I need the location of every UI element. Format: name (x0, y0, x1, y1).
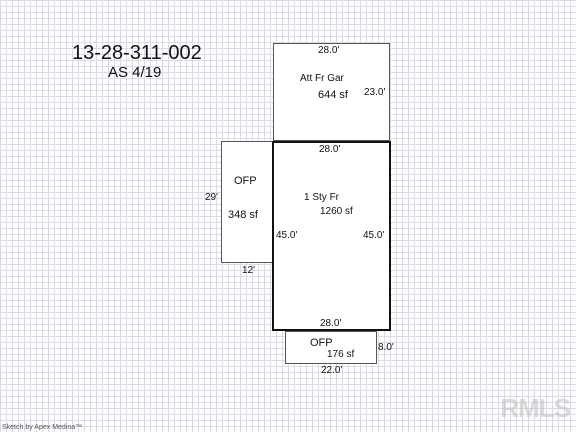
main-house-room (272, 141, 391, 331)
parcel-id: 13-28-311-002 (72, 42, 202, 64)
side-porch-area: 348 sf (228, 209, 258, 221)
bottom-porch-bottom-dim: 22.0' (321, 365, 343, 376)
garage-area: 644 sf (318, 89, 348, 101)
side-porch-label: OFP (234, 175, 257, 187)
bottom-porch-room (285, 331, 377, 364)
watermark-logo: RMLS (500, 393, 571, 423)
garage-room (273, 43, 390, 141)
main-house-area: 1260 sf (320, 206, 353, 217)
side-porch-room (221, 141, 274, 263)
main-house-label: 1 Sty Fr (304, 192, 340, 203)
garage-label: Att Fr Gar (300, 73, 344, 84)
bottom-porch-label: OFP (310, 337, 333, 349)
main-house-left-dim: 45.0' (276, 230, 298, 241)
side-porch-left-dim: 29' (205, 192, 219, 203)
sketch-credit: Sketch by Apex Medina™ (2, 424, 83, 431)
main-house-top-dim: 28.0' (319, 144, 341, 155)
side-porch-bottom-dim: 12' (242, 265, 256, 276)
main-house-right-dim: 45.0' (363, 230, 385, 241)
garage-right-dim: 23.0' (364, 87, 386, 98)
bottom-porch-area: 176 sf (327, 349, 355, 360)
bottom-porch-right-dim: 8.0' (378, 342, 394, 353)
main-house-bottom-dim: 28.0' (320, 318, 342, 329)
garage-top-dim: 28.0' (318, 45, 340, 56)
assessed-date: AS 4/19 (108, 64, 162, 81)
